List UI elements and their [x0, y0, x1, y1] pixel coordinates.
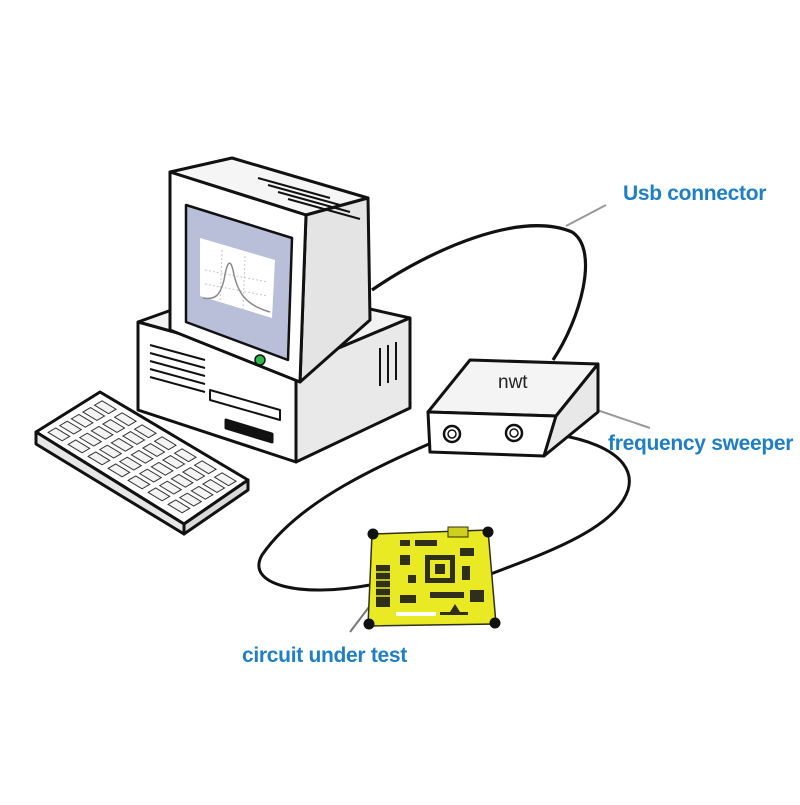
power-led-icon	[254, 354, 266, 366]
keyboard-key	[118, 456, 143, 471]
keyboard-key	[127, 475, 151, 490]
keyboard-keys	[47, 400, 238, 514]
keyboard-key	[158, 480, 183, 495]
keyboard-key	[67, 439, 91, 454]
keyboard-key	[201, 479, 226, 494]
keyboard-key	[78, 432, 103, 447]
keyboard-key	[141, 443, 166, 458]
keyboard-key	[101, 419, 126, 434]
keyboard-key	[58, 420, 83, 435]
circuit-under-test-label: circuit under test	[242, 644, 407, 667]
keyboard-key	[113, 412, 138, 427]
keyboard-key	[150, 461, 174, 476]
rf-output-jack-inner	[509, 428, 519, 438]
screen-plot-icon	[200, 238, 275, 318]
keyboard-key	[167, 499, 191, 514]
keyboard-key	[178, 492, 203, 507]
rf-output-cable	[487, 431, 631, 577]
frequency-sweeper-box	[426, 358, 600, 458]
keyboard-key	[130, 449, 154, 464]
keyboard-key	[107, 463, 131, 478]
keyboard-key	[181, 467, 206, 482]
sweeper-device-label: nwt	[498, 372, 528, 393]
keyboard-key	[153, 436, 178, 451]
keyboard-key	[90, 425, 114, 440]
keyboard-key	[47, 427, 71, 442]
keyboard-key	[133, 424, 158, 439]
usb-cable	[371, 224, 588, 361]
frequency-sweeper-label: frequency sweeper	[608, 432, 794, 455]
keyboard-key	[70, 413, 94, 428]
rf-input-jack-inner	[447, 429, 457, 439]
keyboard-key	[173, 448, 198, 463]
keyboard-key	[87, 451, 111, 466]
sweeper-leader-line	[596, 409, 651, 429]
keyboard-key	[147, 487, 171, 502]
rf-input-cable	[257, 432, 453, 592]
keyboard-key	[98, 444, 123, 459]
keyboard-key	[190, 485, 214, 500]
keyboard-key	[161, 455, 186, 470]
keyboard-key	[213, 472, 238, 487]
keyboard-key	[138, 468, 163, 483]
keyboard-key	[93, 400, 118, 415]
keyboard-key	[81, 407, 106, 422]
circuit-board	[363, 526, 501, 630]
usb-leader-line	[565, 204, 607, 227]
keyboard-key	[193, 460, 218, 475]
keyboard-key	[170, 473, 194, 488]
usb-connector-label: Usb connector	[623, 182, 767, 205]
circuit-leader-line	[349, 606, 370, 633]
keyboard-key	[110, 437, 134, 452]
keyboard-key	[121, 431, 146, 446]
